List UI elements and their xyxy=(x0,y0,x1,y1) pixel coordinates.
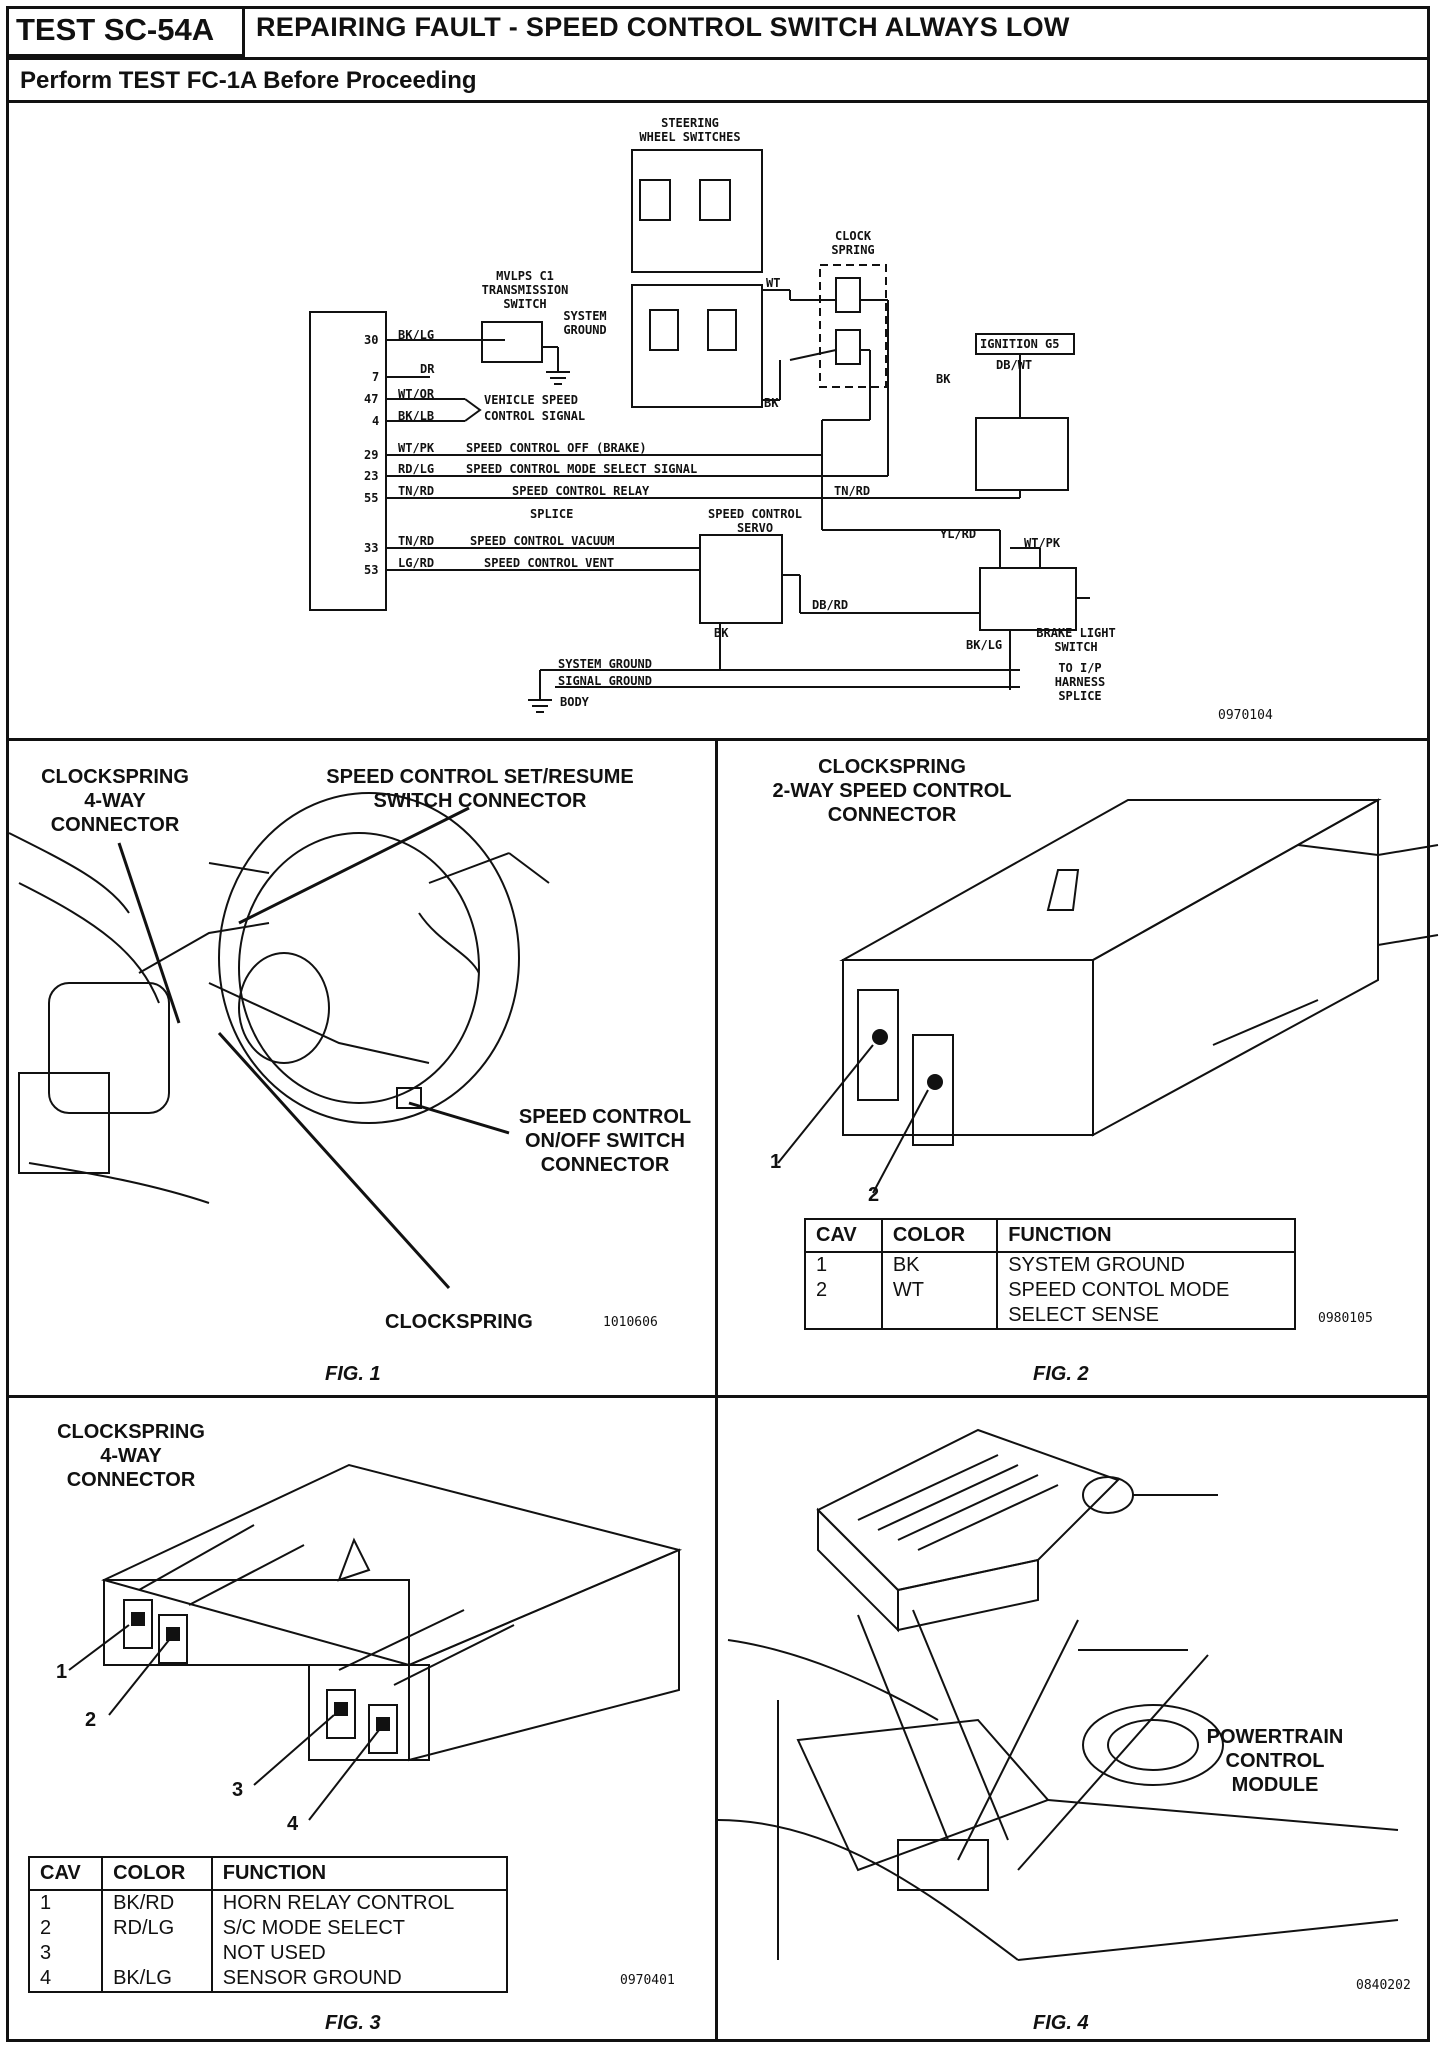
page-frame xyxy=(6,6,1430,2042)
figure-title: CLOCKSPRING 4-WAY CONNECTOR xyxy=(57,1421,205,1491)
circuit-label: SPLICE xyxy=(530,507,574,521)
wire-label: TN/RD xyxy=(398,484,435,498)
pcm-label: POWERTRAIN CONTROL MODULE xyxy=(1206,1726,1344,1796)
pin-label: 1 xyxy=(56,1661,68,1683)
pin-53: 53 xyxy=(364,563,379,577)
table-row: SELECT SENSE xyxy=(805,1303,1295,1329)
table-header: COLOR xyxy=(880,1219,998,1253)
wire-label: BK xyxy=(764,396,779,410)
table-header: FUNCTION xyxy=(210,1857,507,1891)
pin-label: 4 xyxy=(287,1813,299,1835)
wire-label: DB/RD xyxy=(812,598,849,612)
table-header: CAV xyxy=(805,1219,882,1253)
pin-label: 2 xyxy=(868,1184,880,1206)
circuit-label: SPEED CONTROL MODE SELECT SIGNAL xyxy=(466,462,698,476)
figure-code: 0980105 xyxy=(1318,1311,1373,1326)
wire-label: TN/RD xyxy=(834,484,871,498)
brake-switch-label: BRAKE LIGHT SWITCH xyxy=(1036,626,1116,654)
pin-47: 47 xyxy=(364,392,379,406)
wire-label: TN/RD xyxy=(398,534,435,548)
servo-label: SPEED CONTROL SERVO xyxy=(708,507,802,535)
pin-7: 7 xyxy=(372,370,380,384)
divider xyxy=(715,738,718,2042)
schematic-lines xyxy=(309,149,1090,713)
circuit-label: SPEED CONTROL RELAY xyxy=(512,484,650,498)
page-title: REPAIRING FAULT - SPEED CONTROL SWITCH A… xyxy=(256,12,1070,42)
pin-30: 30 xyxy=(364,333,379,347)
figure-caption: FIG. 2 xyxy=(1033,1363,1089,1385)
divider xyxy=(6,1395,1430,1398)
table-header: FUNCTION xyxy=(996,1219,1295,1253)
ground-label: BODY xyxy=(560,695,589,709)
transmission-switch-label: MVLPS C1 TRANSMISSION SWITCH xyxy=(481,269,569,311)
clock-spring-label: CLOCK SPRING xyxy=(831,229,875,257)
wire-label: DB/WT xyxy=(996,358,1033,372)
wire-label: BK/LG xyxy=(966,638,1003,652)
ground-label: SYSTEM GROUND xyxy=(558,657,652,671)
clockspring-4way-label: CLOCKSPRING 4-WAY CONNECTOR xyxy=(41,766,189,836)
wire-label: BK/LG xyxy=(398,328,435,342)
figure-caption: FIG. 1 xyxy=(325,1363,381,1385)
figure-code: 1010606 xyxy=(603,1315,658,1330)
wire-label: BK xyxy=(714,626,729,640)
pin-23: 23 xyxy=(364,469,379,483)
subtitle: Perform TEST FC-1A Before Proceeding xyxy=(20,67,477,94)
circuit-label: SPEED CONTROL VACUUM xyxy=(470,534,615,548)
pin-label: 3 xyxy=(232,1779,244,1801)
circuit-label: VEHICLE SPEED CONTROL SIGNAL xyxy=(484,393,586,423)
wire-label: WT/PK xyxy=(1024,536,1061,550)
divider xyxy=(6,57,1430,60)
harness-splice-label: TO I/P HARNESS SPLICE xyxy=(1054,661,1106,703)
test-id: TEST SC-54A xyxy=(6,6,245,57)
system-ground-label: SYSTEM GROUND xyxy=(563,309,607,337)
pin-label: 2 xyxy=(85,1709,97,1731)
engine-compartment-drawing xyxy=(717,1428,1399,1961)
pin-55: 55 xyxy=(364,491,379,505)
ignition-label: IGNITION G5 xyxy=(980,337,1060,351)
figure-code: 0840202 xyxy=(1356,1978,1411,1993)
ground-label: SIGNAL GROUND xyxy=(558,674,652,688)
pin-29: 29 xyxy=(364,448,379,462)
wire-label: LG/RD xyxy=(398,556,435,570)
wire-label: WT xyxy=(766,276,781,290)
wire-label: RD/LG xyxy=(398,462,435,476)
set-resume-connector-label: SPEED CONTROL SET/RESUME SWITCH CONNECTO… xyxy=(326,766,634,812)
wire-label: WT/OR xyxy=(398,387,435,401)
wire-label: WT/PK xyxy=(398,441,435,455)
divider xyxy=(6,100,1430,103)
wire-label: BK xyxy=(936,372,951,386)
pin-33: 33 xyxy=(364,541,379,555)
figure-code: 0970104 xyxy=(1218,708,1273,723)
figure-caption: FIG. 3 xyxy=(325,2012,381,2034)
circuit-label: SPEED CONTROL OFF (BRAKE) xyxy=(466,441,647,455)
table-header: CAV xyxy=(29,1857,103,1891)
pin-4: 4 xyxy=(372,414,380,428)
wire-label: BK/LB xyxy=(398,409,435,423)
connector-4way-drawing xyxy=(68,1463,683,1821)
figure-title: CLOCKSPRING 2-WAY SPEED CONTROL CONNECTO… xyxy=(772,756,1012,826)
divider xyxy=(6,738,1430,741)
steering-wheel-switches-label: STEERING WHEEL SWITCHES xyxy=(639,116,741,144)
table-header: COLOR xyxy=(101,1857,212,1891)
connector-2way-drawing xyxy=(777,798,1439,1194)
steering-column-drawing xyxy=(8,792,550,1290)
on-off-connector-label: SPEED CONTROL ON/OFF SWITCH CONNECTOR xyxy=(518,1106,692,1176)
wire-label: YL/RD xyxy=(940,527,977,541)
circuit-label: SPEED CONTROL VENT xyxy=(484,556,615,570)
pin-label: 1 xyxy=(770,1151,782,1173)
figure-caption: FIG. 4 xyxy=(1033,2012,1089,2034)
clockspring-label: CLOCKSPRING xyxy=(385,1311,533,1333)
wire-label: DR xyxy=(420,362,435,376)
figure-code: 0970401 xyxy=(620,1973,675,1988)
